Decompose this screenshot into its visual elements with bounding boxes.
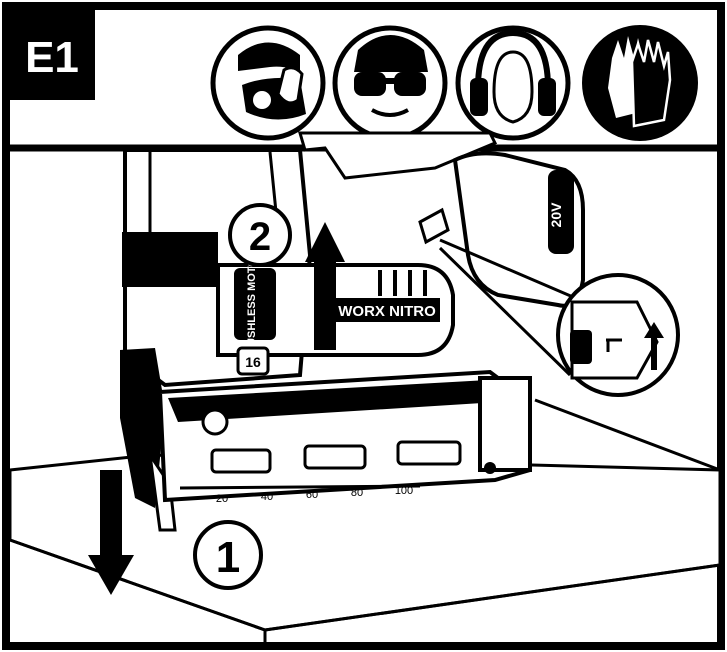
- motor-badge: [234, 268, 276, 340]
- step-1-arrow-icon: [88, 470, 134, 595]
- battery-label: [548, 170, 574, 254]
- step-2-arrow-icon: [305, 222, 345, 350]
- scale-label: 80: [351, 487, 363, 499]
- brand-plate: [334, 298, 440, 322]
- step-1-number: 1: [216, 533, 240, 582]
- safety-glasses-icon: [332, 25, 448, 141]
- step-2-marker: 2: [228, 203, 292, 267]
- step-id-badge: E1: [10, 10, 95, 100]
- scale-label: 20: [216, 493, 228, 505]
- gauge-badge: [236, 346, 270, 376]
- step-1-marker: 1: [193, 520, 263, 590]
- scale-label: 60: [306, 489, 318, 501]
- step-2-number: 2: [249, 215, 271, 259]
- brand-text: WORX NITRO: [338, 303, 436, 320]
- zoom-detail: [438, 238, 680, 397]
- scale-label: 100: [395, 485, 413, 497]
- gloves-icon: [582, 25, 698, 141]
- battery-text: 20V: [548, 202, 564, 228]
- motor-badge-text: BRUSHLESS MOTOR: [246, 250, 258, 362]
- step-id-text: E1: [25, 33, 79, 82]
- ear-protection-icon: [455, 25, 571, 141]
- dust-mask-icon: [210, 25, 326, 141]
- gauge-badge-text: 16: [245, 354, 261, 370]
- magazine-scale: [179, 484, 421, 490]
- scale-label: 40: [261, 491, 273, 503]
- zoom-up-arrow-icon: [644, 322, 664, 370]
